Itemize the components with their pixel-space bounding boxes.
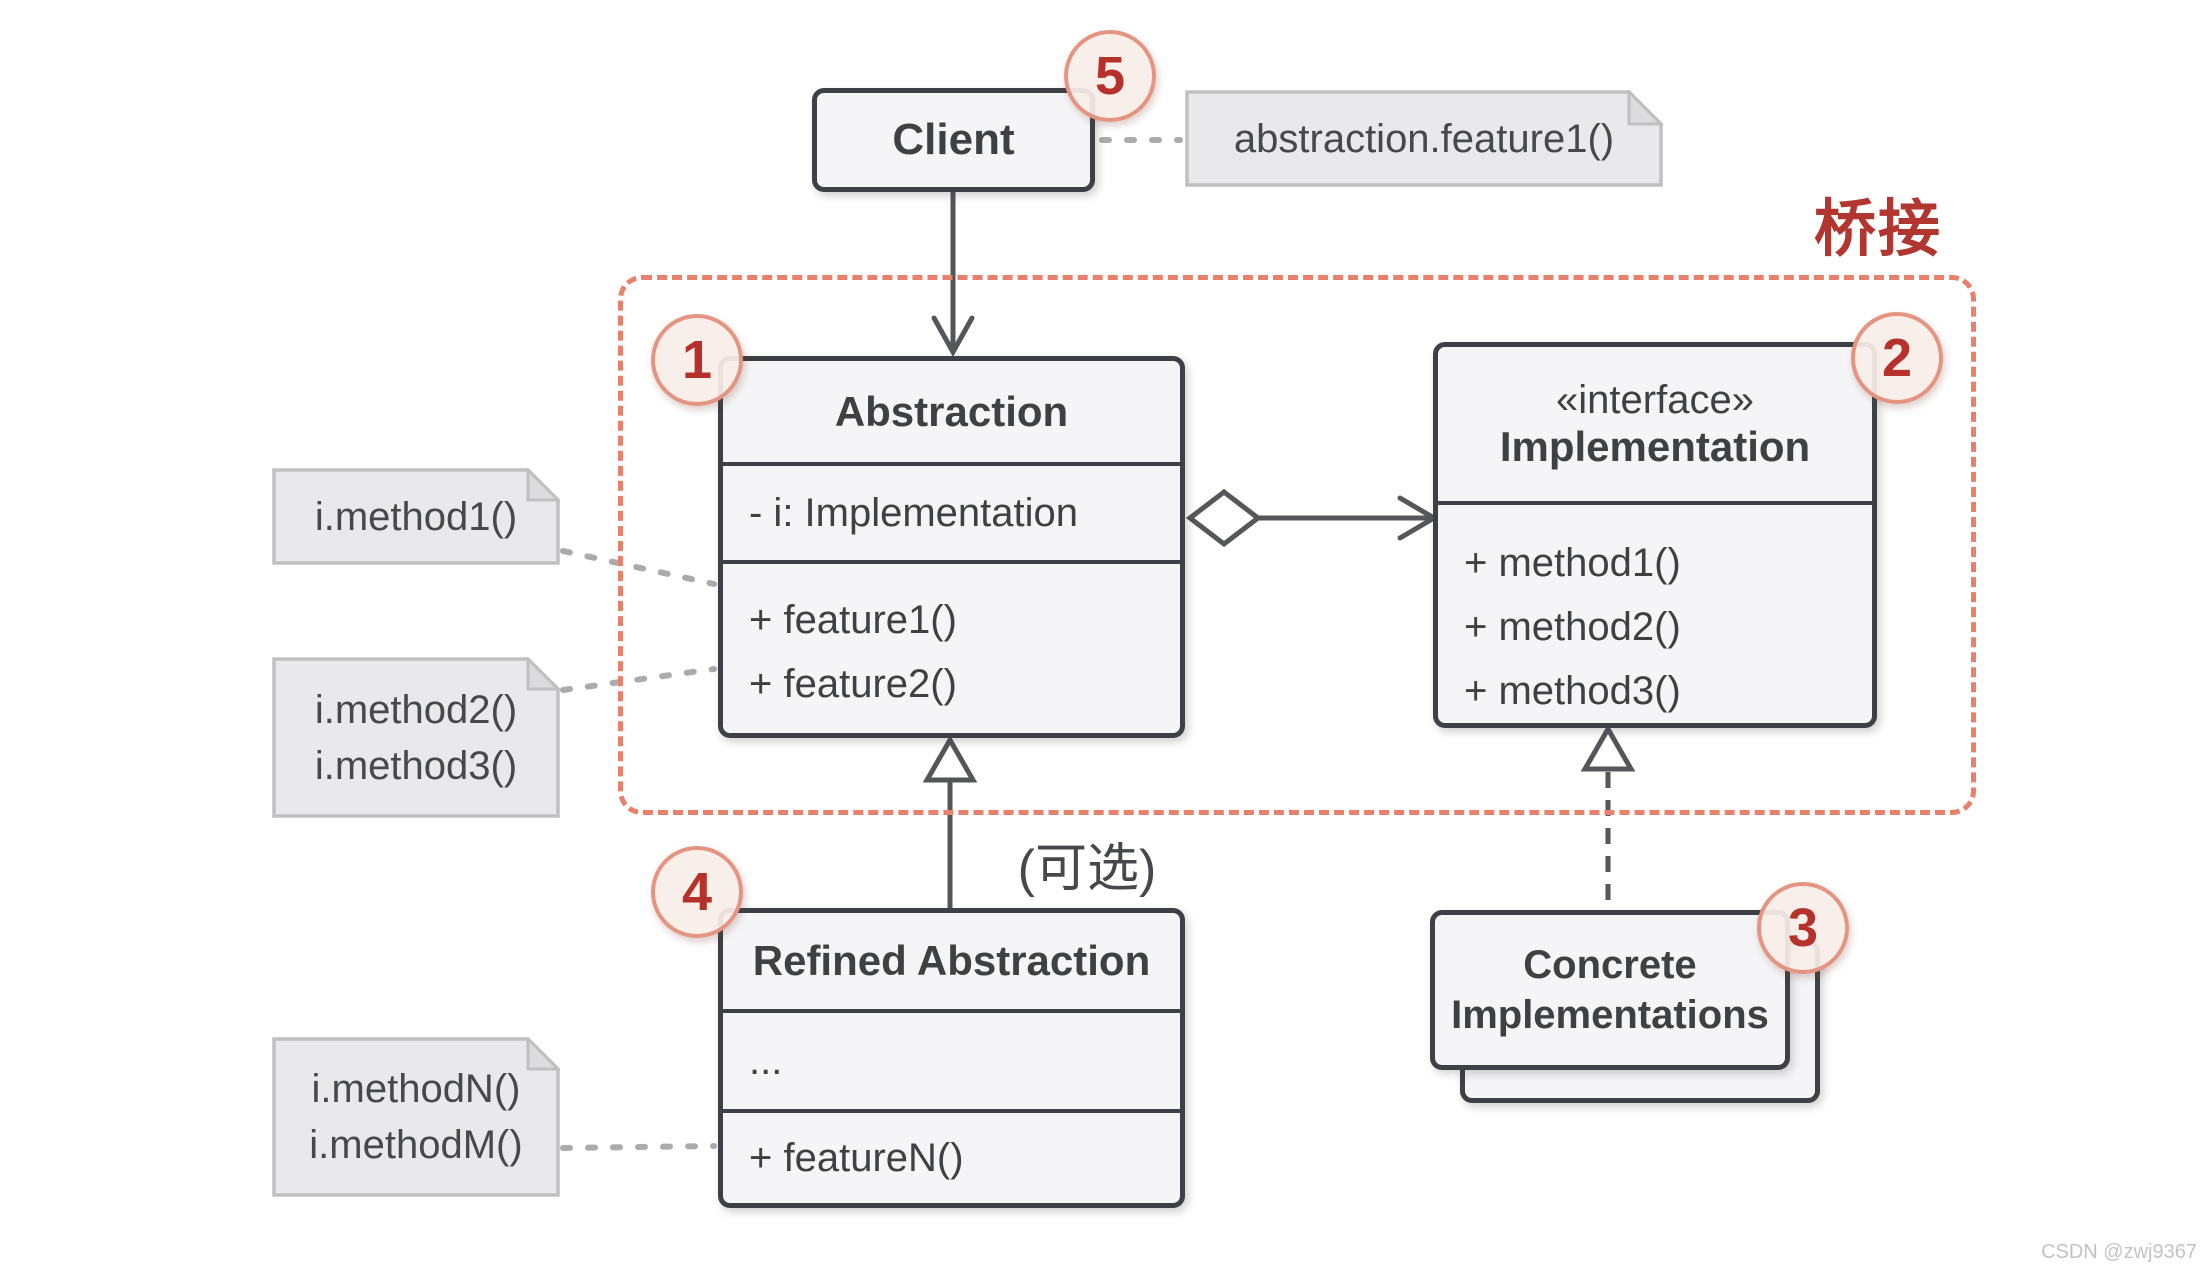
- refined-class-title: Refined Abstraction: [752, 937, 1151, 984]
- implementation-stereotype: «interface»: [1556, 377, 1754, 422]
- pattern-title: 桥接: [1813, 195, 1942, 264]
- note-imethod2-imethod3: i.method2() i.method3(): [272, 657, 560, 818]
- optional-label: (可选): [1017, 840, 1157, 898]
- note-line: i.method3(): [314, 743, 518, 788]
- abstraction-method: + feature2(): [749, 662, 957, 706]
- client-to-abstraction-arrow: [931, 189, 975, 358]
- implementation-method: + method3(): [1464, 669, 1681, 713]
- abstraction-title-section: Abstraction: [723, 361, 1180, 462]
- note-shape: [272, 657, 560, 818]
- note-line: i.method2(): [314, 687, 518, 732]
- note-method1-link: [560, 548, 717, 587]
- abstraction-method: + feature1(): [749, 598, 957, 642]
- refined-title-section: Refined Abstraction: [723, 913, 1180, 1009]
- note-line: i.methodN(): [311, 1067, 521, 1111]
- note-shape: [1185, 90, 1663, 187]
- bridge-boundary-dashed-box: [618, 275, 1976, 815]
- refined-abstraction-class-box: Refined Abstraction ... + featureN(): [718, 908, 1185, 1208]
- note-abstraction-feature1: abstraction.feature1(): [1185, 90, 1663, 187]
- refined-methods-section: + featureN(): [723, 1109, 1180, 1203]
- abstraction-attributes-section: - i: Implementation: [723, 462, 1180, 560]
- note-line: i.methodM(): [309, 1123, 523, 1167]
- note-shape: [272, 468, 560, 565]
- watermark: CSDN @zwj9367: [2041, 1241, 2197, 1263]
- abstraction-methods-section: + feature1() + feature2(): [723, 560, 1180, 733]
- implementation-class-title: Implementation: [1499, 422, 1811, 470]
- note-shape: [272, 1037, 560, 1197]
- note-links: [560, 137, 1183, 1151]
- note-methodNM-link: [560, 1143, 717, 1151]
- aggregation-arrow: [1185, 488, 1439, 548]
- concrete-title-line2: Implementations: [1451, 993, 1769, 1037]
- note-line: i.method1(): [314, 494, 518, 539]
- step-badge-3: 3: [1757, 882, 1849, 974]
- note-method23-link: [560, 666, 717, 693]
- abstraction-attribute: - i: Implementation: [749, 490, 1079, 535]
- refined-inheritance-arrow: [922, 734, 978, 908]
- abstraction-class-box: Abstraction - i: Implementation + featur…: [718, 356, 1185, 738]
- step-badge-4: 4: [651, 846, 743, 938]
- step-badge-2: 2: [1851, 312, 1943, 404]
- concrete-title-line1: Concrete: [1523, 943, 1697, 987]
- implementation-method: + method1(): [1464, 541, 1681, 585]
- concrete-implementations-box: Concrete Implementations: [1430, 910, 1790, 1070]
- refined-method: + featureN(): [749, 1135, 964, 1180]
- implementation-title-section: «interface» Implementation: [1438, 347, 1872, 501]
- client-class-title: Client: [892, 115, 1015, 164]
- implementation-methods-section: + method1() + method2() + method3(): [1438, 501, 1872, 723]
- abstraction-class-title: Abstraction: [834, 387, 1069, 435]
- note-text: abstraction.feature1(): [1233, 116, 1615, 161]
- implementation-method: + method2(): [1464, 605, 1681, 649]
- note-imethod1: i.method1(): [272, 468, 560, 565]
- concrete-realization-arrow: [1580, 723, 1636, 908]
- refined-attributes-section: ...: [723, 1009, 1180, 1109]
- note-imethodN-imethodM: i.methodN() i.methodM(): [272, 1037, 560, 1197]
- implementation-interface-box: «interface» Implementation + method1() +…: [1433, 342, 1877, 728]
- step-badge-1: 1: [651, 314, 743, 406]
- step-badge-5: 5: [1064, 30, 1156, 122]
- refined-ellipsis: ...: [749, 1038, 783, 1083]
- client-class-box: Client: [812, 88, 1095, 192]
